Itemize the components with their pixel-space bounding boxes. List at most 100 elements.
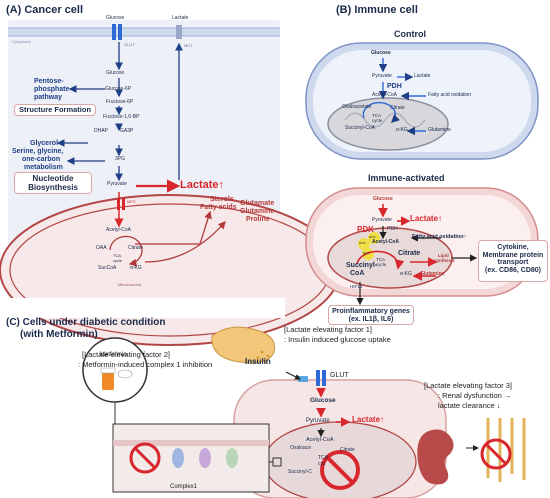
tca-a-1: TCA	[113, 253, 121, 258]
factor2-line1: [Lactate elevating factor 2]	[82, 350, 170, 359]
c-tca-1: TCA	[372, 113, 381, 118]
pancreas-icon	[211, 326, 276, 364]
proinf-line2: (ex. IL1β, IL6)	[348, 315, 394, 323]
a-pdh: PDH	[387, 226, 398, 232]
c-pyruvate: Pyruvate	[372, 73, 392, 79]
citrate-a-label: Citrate	[128, 245, 143, 251]
a-hif: HIF1α	[350, 284, 363, 289]
c-glucose: Glucose	[371, 50, 391, 56]
glut-label: GLUT	[124, 42, 135, 47]
glycerol-label: Glycerol	[30, 140, 59, 147]
c-oxalo: Oxaloacetate	[342, 104, 372, 110]
glutamine-a-label: Glutamine	[240, 208, 275, 215]
c-fao: Fatty acid oxidation	[428, 92, 472, 98]
panel-a-arrows	[52, 42, 183, 182]
c-tca-2: cycle	[372, 118, 383, 123]
proinflammatory-box: Proinflammatory genes (ex. IL1β, IL6)	[328, 305, 414, 325]
sterols-label: Sterols	[210, 196, 234, 203]
factor3-line3: lactate clearance ↓	[438, 401, 501, 410]
glucose-label: Glucose	[106, 70, 125, 76]
a-lactate: Lactate↑	[410, 214, 443, 223]
ppp-line1: Pentose-	[34, 78, 64, 85]
proline-label: Proline	[246, 216, 270, 223]
glucose-c-label: Glucose	[310, 397, 336, 404]
a-succ-2: CoA	[350, 270, 365, 277]
cytoplasm-label: Cytoplasm	[12, 39, 31, 44]
tca-c-label: TCA	[318, 455, 328, 461]
c-lactate: Lactate	[414, 73, 431, 79]
a-ros-3: ROS	[363, 251, 370, 255]
complex1-label: Complex1	[170, 484, 198, 490]
cytokine-line1: Cytokine,	[497, 244, 529, 251]
pyruvate-c-label: Pyruvate	[306, 418, 330, 424]
lactate-top-label: Lactate	[172, 15, 189, 21]
factor3-line1: [Lactate elevating factor 3]	[424, 381, 512, 390]
pyruvate-label: Pyruvate	[107, 181, 127, 187]
citrate-c-label: Citrate	[340, 447, 355, 453]
g6p-label: Glucose-6P	[105, 86, 132, 92]
panel-c-title-2: (with Metformin)	[20, 329, 98, 340]
fatty-label: Fatty acids	[200, 204, 237, 211]
insulin-label: Insulin	[245, 357, 271, 366]
factor2-line2: : Metformin-induced complex 1 inhibition	[78, 360, 213, 369]
control-title: Control	[394, 29, 426, 39]
serine-line1: Serine, glycine,	[12, 148, 64, 155]
panel-c-title-1: (C) Cells under diabetic condition	[6, 317, 166, 328]
succ-c-label: Succinyl-C	[288, 469, 312, 475]
tca-a-2: cycle	[113, 258, 123, 263]
lactate-up-label: Lactate↑	[180, 179, 225, 191]
glut-c-label: GLUT	[330, 372, 349, 379]
cytokine-box: Cytokine, Membrane protein transport (ex…	[478, 240, 548, 282]
a-fao: Fatty acid oxidation↑	[412, 234, 467, 240]
dhap-label: DHAP	[94, 128, 108, 134]
a-succ-1: Succinyl-	[346, 262, 378, 269]
f6p-label: Fructose-6P	[106, 99, 134, 105]
nucleo-line2: Biosynthesis	[28, 182, 78, 192]
oaa-label: OAA	[96, 245, 107, 251]
oxalo-c-label: Oxaloace	[290, 445, 312, 451]
acetyl-label: Acetyl-CoA	[106, 227, 132, 233]
a-citrate: Citrate	[398, 250, 421, 257]
complex-box	[112, 423, 270, 493]
c-akg: α-KG	[396, 127, 408, 133]
c-succ: Succinyl-CoA	[345, 125, 376, 131]
cytokine-line3: transport	[497, 259, 529, 267]
3pg-label: 3PG	[115, 156, 126, 162]
a-tca-1: TCA	[376, 257, 385, 262]
a-acetyl: Acetyl-CoA	[372, 239, 399, 245]
kidney-icon	[417, 429, 454, 485]
a-akg: α-KG	[400, 271, 412, 277]
a-lipid-2: synthesis	[434, 258, 455, 263]
control-cell	[305, 42, 539, 160]
glucose-top-label: Glucose	[106, 15, 125, 21]
a-ros-1: ROS	[359, 241, 366, 245]
structure-formation-box: Structure Formation	[14, 104, 96, 116]
mpc-label: MPC	[127, 199, 136, 204]
factor1-line2: : Insulin induced glucose uptake	[284, 335, 391, 344]
c-pdh: PDH	[387, 83, 402, 90]
c-glutamine: Glutamine	[428, 127, 451, 133]
serine-line2: one-carbon	[22, 156, 61, 163]
panel-a-title: (A) Cancer cell	[6, 4, 84, 16]
a-glutamine: Glutamine	[420, 271, 445, 277]
acetyl-c-label: Acetyl-CoA	[306, 437, 334, 443]
ga3p-label: GA3P	[120, 128, 134, 134]
c-citrate: Citrate	[390, 105, 405, 111]
mct-label: MCT	[184, 43, 193, 48]
metformin-label: Metformin	[100, 352, 127, 358]
a-tca-2: cycle	[376, 262, 387, 267]
nucleotide-box: Nucleotide Biosynthesis	[14, 172, 92, 194]
panel-b-title: (B) Immune cell	[336, 4, 418, 16]
cytokine-line2: Membrane protein	[482, 251, 544, 259]
proinf-line1: Proinflammatory genes	[332, 308, 410, 315]
lactate-c-label: Lactate↑	[352, 415, 385, 424]
factor3-line2: : Renal dysfunction →	[438, 391, 512, 400]
a-ros-2: ROS	[369, 235, 376, 239]
a-glucose: Glucose	[373, 196, 393, 202]
nucleo-line1: Nucleotide	[32, 174, 74, 183]
succoa-label: SucCoA	[98, 265, 117, 271]
a-pdk: PDK	[357, 225, 374, 234]
serine-line3: metabolism	[24, 164, 63, 171]
panel-c-cell	[233, 379, 447, 498]
akg-a-label: α-KG	[130, 265, 142, 271]
